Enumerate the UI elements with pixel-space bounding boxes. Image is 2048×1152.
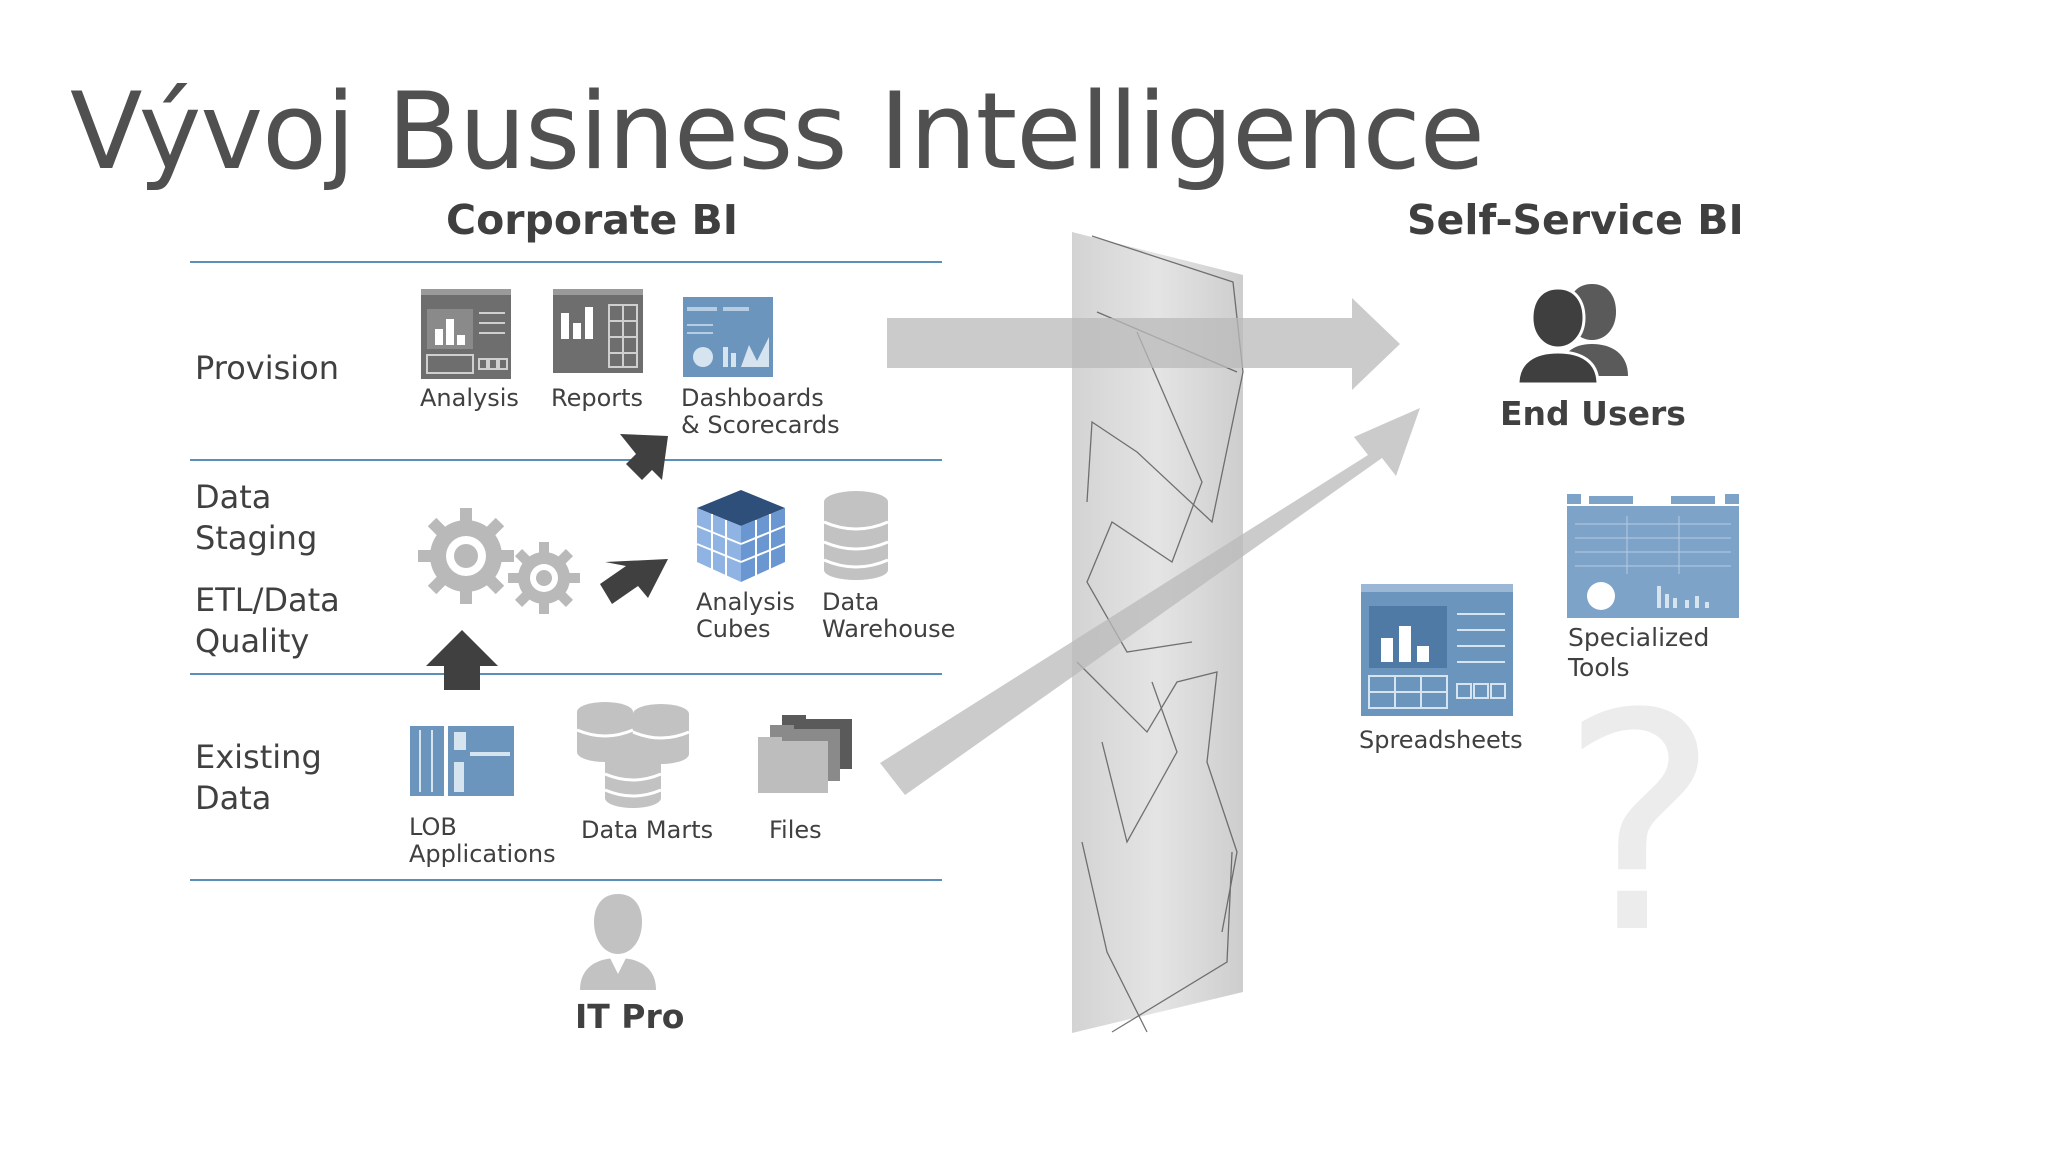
question-mark: ? bbox=[1560, 650, 1720, 999]
row-label-data-line1: Data bbox=[195, 478, 272, 516]
data-marts-icon bbox=[576, 702, 690, 808]
end-users-icon bbox=[1516, 284, 1628, 384]
slide-title: Vývoj Business Intelligence bbox=[70, 70, 1485, 193]
analysis-cubes-label-line2: Cubes bbox=[696, 615, 771, 643]
files-to-end-users-arrow bbox=[880, 408, 1420, 795]
data-marts-label: Data Marts bbox=[581, 816, 714, 844]
analysis-icon bbox=[421, 289, 511, 379]
files-label: Files bbox=[769, 816, 822, 844]
divider-top bbox=[190, 261, 942, 263]
specialized-tools-label-line1: Specialized bbox=[1568, 623, 1710, 652]
specialized-tools-icon bbox=[1567, 494, 1739, 618]
row-label-etl-line1: ETL/Data bbox=[195, 581, 340, 619]
lob-label-line1: LOB bbox=[409, 813, 457, 841]
provision-to-end-users-arrow bbox=[887, 298, 1400, 390]
lob-label-line2: Applications bbox=[409, 840, 556, 868]
divider-staging bbox=[190, 673, 942, 675]
row-label-data-line2: Data bbox=[195, 779, 272, 817]
dashboards-label-line2: & Scorecards bbox=[681, 411, 840, 439]
row-label-staging-line2: Staging bbox=[195, 519, 318, 557]
it-pro-label: IT Pro bbox=[575, 997, 685, 1036]
spreadsheets-icon bbox=[1361, 584, 1513, 716]
data-warehouse-label-line1: Data bbox=[822, 588, 880, 616]
row-label-existing-line1: Existing bbox=[195, 738, 322, 776]
gears-icon bbox=[418, 508, 580, 614]
corporate-bi-header: Corporate BI bbox=[446, 196, 739, 244]
arrow-to-cubes bbox=[600, 559, 668, 604]
wall-panel bbox=[1072, 232, 1243, 1033]
spreadsheets-label: Spreadsheets bbox=[1359, 726, 1523, 754]
reports-label: Reports bbox=[551, 384, 644, 412]
arrow-up-to-etl bbox=[426, 630, 498, 690]
self-service-bi-header: Self-Service BI bbox=[1407, 196, 1744, 244]
analysis-label: Analysis bbox=[420, 384, 519, 412]
analysis-cubes-label-line1: Analysis bbox=[696, 588, 795, 616]
divider-provision bbox=[190, 459, 942, 461]
files-icon bbox=[758, 715, 852, 793]
specialized-tools-label-line2: Tools bbox=[1568, 653, 1630, 682]
it-pro-person-icon bbox=[580, 894, 656, 990]
lob-applications-icon bbox=[410, 726, 514, 796]
dashboards-icon bbox=[683, 297, 773, 377]
row-label-provision: Provision bbox=[195, 349, 340, 387]
end-users-label: End Users bbox=[1500, 394, 1686, 433]
data-warehouse-icon bbox=[823, 491, 889, 580]
data-warehouse-label-line2: Warehouse bbox=[822, 615, 956, 643]
divider-bottom bbox=[190, 879, 942, 881]
analysis-cubes-icon bbox=[696, 490, 786, 582]
row-label-quality-line2: Quality bbox=[195, 622, 310, 660]
arrow-up-to-provision bbox=[620, 434, 668, 480]
dashboards-label-line1: Dashboards bbox=[681, 384, 824, 412]
reports-icon bbox=[553, 289, 643, 373]
